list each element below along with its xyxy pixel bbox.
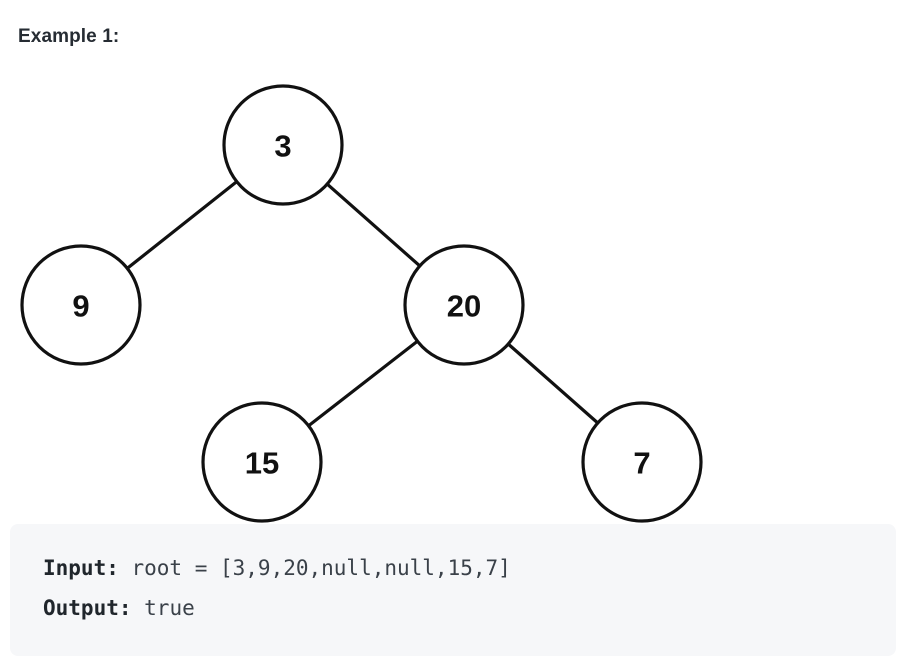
tree-node-7-label: 7 xyxy=(633,446,650,481)
example-code-block: Input: root = [3,9,20,null,null,15,7]Out… xyxy=(10,524,896,656)
tree-node-20: 20 xyxy=(403,244,525,366)
tree-node-20-circle xyxy=(403,244,525,366)
tree-edge-3-9 xyxy=(124,179,240,271)
binary-tree-figure: 3 9 20 15 7 xyxy=(0,58,908,538)
tree-node-7-circle xyxy=(581,401,703,523)
tree-node-3-label: 3 xyxy=(274,129,291,164)
code-line-value: root = [3,9,20,null,null,15,7] xyxy=(118,556,511,580)
code-line-label: Output: xyxy=(43,596,132,620)
tree-node-15-label: 15 xyxy=(245,446,279,481)
tree-node-15-circle xyxy=(201,401,323,523)
tree-edge-20-7 xyxy=(505,341,601,426)
code-line: Output: true xyxy=(43,588,511,628)
tree-node-7: 7 xyxy=(581,401,703,523)
page-title: Example 1: xyxy=(18,26,120,47)
tree-nodes-group: 3 9 20 15 7 xyxy=(20,84,703,523)
tree-edge-3-20 xyxy=(324,181,423,269)
tree-node-15: 15 xyxy=(201,401,323,523)
code-line: Input: root = [3,9,20,null,null,15,7] xyxy=(43,548,511,588)
tree-node-9: 9 xyxy=(20,244,142,366)
code-line-value: true xyxy=(131,596,195,620)
tree-node-20-label: 20 xyxy=(447,289,481,324)
code-line-label: Input: xyxy=(43,556,119,580)
example-code-text: Input: root = [3,9,20,null,null,15,7]Out… xyxy=(43,548,511,628)
tree-node-9-label: 9 xyxy=(72,289,89,324)
tree-edge-20-15 xyxy=(306,338,420,429)
tree-node-3-circle xyxy=(222,84,344,206)
tree-node-3: 3 xyxy=(222,84,344,206)
tree-edges-group xyxy=(124,179,601,429)
binary-tree-svg: 3 9 20 15 7 xyxy=(20,84,703,523)
tree-node-9-circle xyxy=(20,244,142,366)
